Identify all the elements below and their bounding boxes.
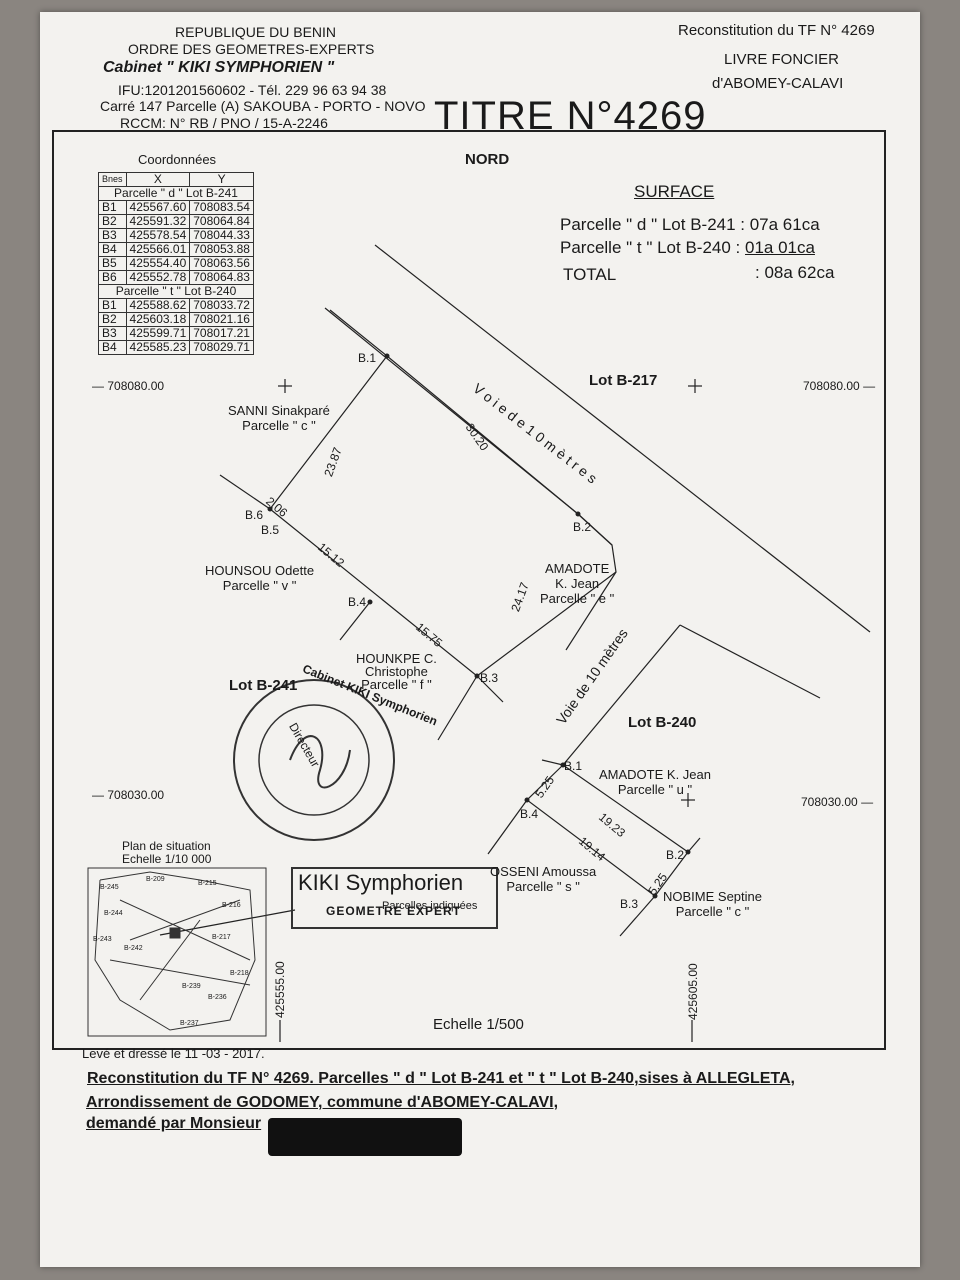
seal <box>233 679 395 841</box>
header-order: ORDRE DES GEOMETRES-EXPERTS <box>128 41 375 57</box>
road2-edge <box>679 624 821 699</box>
header-address: Carré 147 Parcelle (A) SAKOUBA - PORTO -… <box>100 98 426 114</box>
leve-date: Levé et dressé le 11 -03 - 2017. <box>82 1046 265 1061</box>
surface-line-2-value: 01a 01ca <box>745 238 815 257</box>
sit-lot: B-242 <box>124 945 143 952</box>
plan-scale: Echelle 1/500 <box>433 1016 524 1033</box>
situation-title: Plan de situation <box>122 839 211 853</box>
surface-line-1: Parcelle " d " Lot B-241 : 07a 61ca <box>560 215 820 234</box>
point-b6-d: B.6 <box>245 508 264 522</box>
sit-lot: B-237 <box>180 1020 199 1027</box>
point-b4-t: B.4 <box>520 807 539 821</box>
point-b1-d: B.1 <box>358 351 377 365</box>
header-rccm: RCCM: N° RB / PNO / 15-A-2246 <box>120 115 328 131</box>
surface-line-2-label: Parcelle " t " Lot B-240 : <box>560 238 745 257</box>
header-abomey: d'ABOMEY-CALAVI <box>712 75 844 92</box>
footer-line-1: Reconstitution du TF N° 4269. Parcelles … <box>87 1070 795 1087</box>
point-b3-t: B.3 <box>620 897 639 911</box>
surface-total-value: : 08a 62ca <box>755 263 835 282</box>
sit-lot: B-216 <box>222 902 241 909</box>
point-b2-d: B.2 <box>573 520 592 534</box>
point-b5-d: B.5 <box>261 523 280 537</box>
point-b1-t: B.1 <box>564 759 583 773</box>
road-edge-upper <box>374 244 871 633</box>
grid-y-bottom-left: — 708030.00 <box>92 788 165 802</box>
point-b2-t: B.2 <box>666 848 685 862</box>
header-livre-foncier: LIVRE FONCIER <box>724 51 840 68</box>
sit-lot: B-215 <box>198 880 217 887</box>
header-ifu: IFU:1201201560602 - Tél. 229 96 63 94 38 <box>118 82 387 98</box>
sit-lot: B-209 <box>146 876 165 883</box>
sit-lot: B-236 <box>208 994 227 1001</box>
stamp-sub: GEOMETRE EXPERT <box>326 904 462 918</box>
surface-line-2: Parcelle " t " Lot B-240 : 01a 01ca <box>560 238 815 258</box>
situation-scale: Echelle 1/10 000 <box>122 852 212 866</box>
sit-lot: B-243 <box>93 936 112 943</box>
point-b4-d: B.4 <box>348 595 367 609</box>
stamp-name: KIKI Symphorien <box>298 870 464 895</box>
header-reconstitution: Reconstitution du TF N° 4269 <box>678 22 875 39</box>
north-label: NORD <box>465 151 510 168</box>
header-cabinet: Cabinet " KIKI SYMPHORIEN " <box>103 59 335 76</box>
lot-b240-label: Lot B-240 <box>628 714 697 731</box>
sit-lot: B-218 <box>230 970 249 977</box>
plan-frame <box>52 130 886 1050</box>
lot-b241-label: Lot B-241 <box>229 677 298 694</box>
redacted-name <box>268 1118 462 1156</box>
stamp-note: Parcelles indiquées <box>382 900 478 912</box>
situation-plan <box>87 867 267 1037</box>
grid-y-top-right: 708080.00 — <box>803 379 876 393</box>
sit-lot: B-244 <box>104 910 123 917</box>
grid-y-bottom-right: 708030.00 — <box>801 795 874 809</box>
point-b3-d: B.3 <box>480 671 499 685</box>
sit-lot: B-245 <box>100 884 119 891</box>
grid-y-top-left: — 708080.00 <box>92 379 165 393</box>
footer-line-3: demandé par Monsieur <box>86 1115 262 1132</box>
footer-line-2: Arrondissement de GODOMEY, commune d'ABO… <box>86 1094 559 1111</box>
coords-title: Coordonnées <box>138 152 217 167</box>
sit-lot: B-239 <box>182 983 201 990</box>
stamp-box <box>291 867 498 929</box>
header-republic: REPUBLIQUE DU BENIN <box>175 24 337 40</box>
group-t-header: Parcelle " t " Lot B-240 <box>98 284 254 299</box>
surface-title: SURFACE <box>634 182 715 201</box>
sit-lot: B-217 <box>212 934 231 941</box>
surface-total-label: TOTAL <box>563 265 617 284</box>
lot-b217-label: Lot B-217 <box>589 372 658 389</box>
